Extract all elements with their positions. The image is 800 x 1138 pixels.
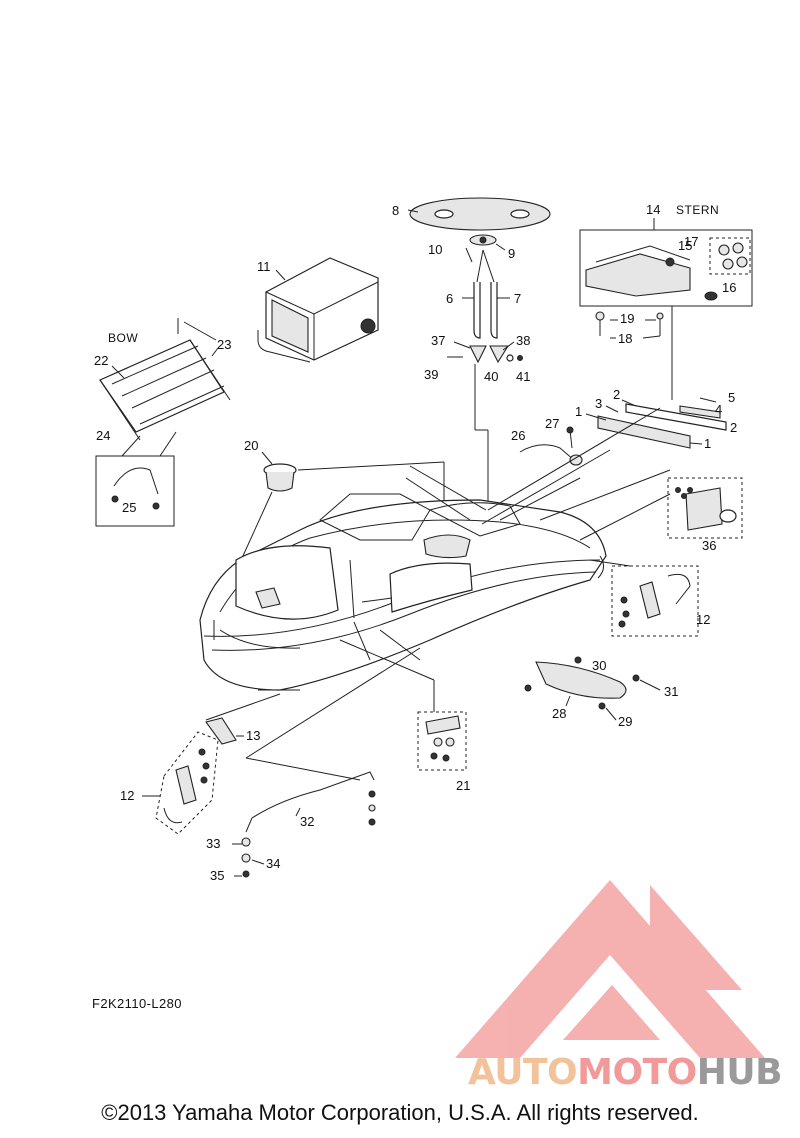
label-41: 41 [516, 369, 530, 384]
label-21: 21 [456, 778, 470, 793]
label-23: 23 [217, 337, 231, 352]
label-10: 10 [428, 242, 442, 257]
label-17: 17 [684, 234, 698, 249]
label-32: 32 [300, 814, 314, 829]
watermark-text: AUTOMOTOHUB [468, 1052, 783, 1093]
part-13 [205, 717, 237, 745]
part-mount-plate [469, 234, 497, 246]
part-21 [425, 715, 461, 762]
part-lid [409, 197, 551, 231]
part-17-box [709, 237, 751, 275]
label-28: 28 [552, 706, 566, 721]
part-36-box [667, 477, 743, 539]
label-12a: 12 [696, 612, 710, 627]
part-bow-ladder [99, 318, 231, 441]
boat-hull [199, 493, 607, 691]
label-39: 39 [424, 367, 438, 382]
watermark-logo [455, 880, 765, 1058]
label-7: 7 [514, 291, 521, 306]
part-poles [473, 249, 498, 339]
label-1b: 1 [704, 436, 711, 451]
label-30: 30 [592, 658, 606, 673]
part-33-35-hardware [241, 837, 251, 878]
label-26: 26 [511, 428, 525, 443]
part-rails [597, 397, 727, 449]
part-stern-screws [595, 311, 664, 336]
label-4: 4 [715, 402, 722, 417]
part-cup-holder [263, 463, 297, 492]
watermark-part-1: AUTO [468, 1052, 578, 1093]
label-3: 3 [595, 396, 602, 411]
label-27: 27 [545, 416, 559, 431]
label-2b: 2 [730, 420, 737, 435]
label-24: 24 [96, 428, 110, 443]
label-33: 33 [206, 836, 220, 851]
label-37: 37 [431, 333, 445, 348]
label-16: 16 [722, 280, 736, 295]
label-8: 8 [392, 203, 399, 218]
part-21-box [417, 711, 467, 771]
part-12-box-b [155, 731, 219, 835]
part-36 [675, 487, 737, 531]
part-vent-hose [519, 426, 583, 466]
copyright-notice: ©2013 Yamaha Motor Corporation, U.S.A. A… [101, 1100, 699, 1125]
part-pole-brackets [447, 345, 523, 364]
part-12-tow-eye-a [618, 573, 691, 628]
watermark-part-2: MOTO [577, 1052, 697, 1093]
label-bow: BOW [108, 331, 138, 345]
label-2a: 2 [613, 387, 620, 402]
label-18: 18 [618, 331, 632, 346]
label-31: 31 [664, 684, 678, 699]
label-22: 22 [94, 353, 108, 368]
label-9: 9 [508, 246, 515, 261]
label-13: 13 [246, 728, 260, 743]
label-35: 35 [210, 868, 224, 883]
label-19: 19 [620, 311, 634, 326]
part-24-box [95, 455, 175, 527]
label-1a: 1 [575, 404, 582, 419]
label-11: 11 [257, 259, 271, 274]
stern-box [579, 229, 753, 307]
label-25: 25 [122, 500, 136, 515]
part-12-tow-eye-b [163, 748, 210, 824]
watermark-part-3: HUB [696, 1052, 783, 1093]
part-32-rail [245, 771, 376, 833]
label-34: 34 [266, 856, 280, 871]
label-29: 29 [618, 714, 632, 729]
label-12b: 12 [120, 788, 134, 803]
label-14: 14 [646, 202, 660, 217]
part-bumpers [718, 242, 748, 270]
figure-code: F2K2110-L280 [92, 996, 182, 1011]
part-stern-ladder [585, 245, 718, 301]
part-12-box-a [611, 565, 699, 637]
label-36: 36 [702, 538, 716, 553]
label-15: 15 [678, 238, 692, 253]
label-20: 20 [244, 438, 258, 453]
label-5: 5 [728, 390, 735, 405]
label-6: 6 [446, 291, 453, 306]
label-40: 40 [484, 369, 498, 384]
part-cooler [257, 257, 379, 363]
part-grab-handle [524, 656, 640, 710]
label-stern: STERN [676, 203, 719, 217]
label-38: 38 [516, 333, 530, 348]
